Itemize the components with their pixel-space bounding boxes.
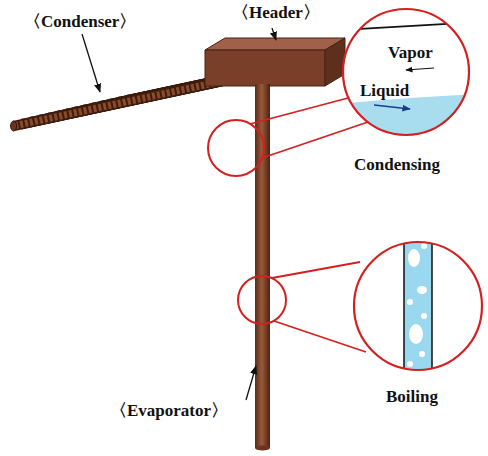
zoom-line	[250, 98, 348, 124]
leader-line	[272, 28, 276, 40]
pipe-end	[255, 446, 270, 451]
vapor-bubble	[408, 249, 420, 267]
vapor-bubble	[417, 286, 427, 294]
vapor-bubble	[419, 351, 425, 357]
process-label: Condensing	[354, 156, 440, 175]
zoom-view: VaporLiquidCondensing	[340, 6, 472, 182]
part-label: 〈Condenser〉	[24, 13, 136, 32]
tube-end	[11, 121, 17, 131]
phase-label: Liquid	[360, 82, 409, 101]
leader-line	[246, 366, 256, 400]
part-label: 〈Evaporator〉	[110, 402, 228, 421]
tube-body	[14, 82, 219, 126]
zoom-line	[262, 122, 368, 158]
vapor-bubble	[421, 313, 427, 319]
zoom-view: Boiling	[352, 238, 486, 414]
vapor-bubble	[407, 361, 413, 367]
leader-line	[82, 34, 100, 92]
process-label: Boiling	[386, 388, 438, 407]
zoom-line	[274, 321, 366, 352]
evaporator-tube-section	[404, 238, 432, 384]
vapor-bubble	[407, 299, 413, 305]
zoom-circle	[238, 276, 286, 324]
vapor-bubble	[421, 243, 427, 249]
header-box	[205, 38, 345, 86]
phase-label: Vapor	[388, 44, 433, 63]
part-label: 〈Header〉	[232, 4, 320, 23]
vapor-bubble	[409, 324, 423, 344]
tube-outline	[14, 82, 219, 126]
zoom-line	[272, 262, 360, 278]
zoom-circle	[208, 120, 264, 176]
liquid-film	[340, 94, 472, 146]
